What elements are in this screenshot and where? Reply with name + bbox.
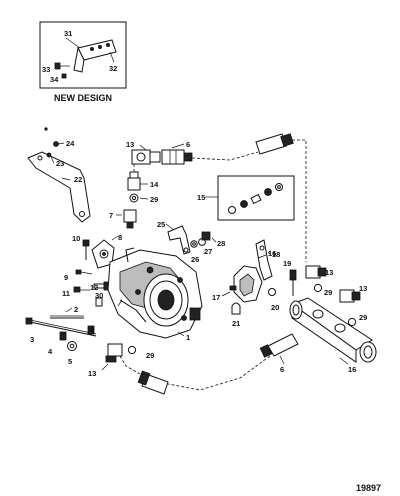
washer-29-right-upper — [313, 283, 323, 293]
callout-4-b: 4 — [90, 325, 95, 334]
elbow-13-lower — [105, 343, 123, 363]
stud-2 — [50, 315, 84, 319]
callout-34: 34 — [50, 75, 59, 84]
lower-left-hose — [137, 370, 169, 395]
callout-29-upper: 29 — [150, 195, 158, 204]
callout-6-sender: 6 — [186, 140, 190, 149]
callout-28: 28 — [217, 239, 225, 248]
fitting-kit-box — [217, 175, 295, 221]
elbow-fitting — [131, 149, 161, 165]
callout-10: 10 — [72, 234, 80, 243]
washer-29-right-lower — [347, 317, 357, 327]
callout-15: 15 — [197, 193, 205, 202]
callout-19: 19 — [283, 259, 291, 268]
callout-4: 4 — [48, 347, 53, 356]
callout-12: 12 — [90, 283, 98, 292]
nut-28 — [201, 231, 211, 241]
figure-number: 19897 — [356, 483, 382, 493]
bolt-10 — [82, 239, 90, 260]
bumper-21 — [231, 302, 241, 315]
washer-29-upper — [129, 193, 139, 203]
callout-30: 30 — [95, 291, 103, 300]
callout-6-lower: 6 — [280, 365, 284, 374]
mounting-bracket — [27, 141, 91, 223]
temperature-sender — [161, 149, 193, 165]
callout-16-exchanger: 16 — [348, 365, 356, 374]
callout-13-right-upper: 13 — [325, 268, 333, 277]
bracket-18 — [255, 239, 273, 281]
screw-11 — [73, 286, 90, 293]
screw-19 — [289, 269, 297, 296]
pin-30 — [95, 297, 103, 307]
callout-2: 2 — [74, 305, 78, 314]
stud-3 — [25, 317, 97, 337]
callout-13-right-lower: 13 — [359, 284, 367, 293]
callout-20: 20 — [271, 303, 279, 312]
callout-31: 31 — [64, 29, 72, 38]
callout-18: 18 — [272, 250, 280, 259]
transmission-housing — [107, 247, 203, 339]
callout-9: 9 — [64, 273, 68, 282]
washer-5 — [67, 341, 77, 351]
callout-17: 17 — [212, 293, 220, 302]
elbow-13-right-lower — [339, 289, 361, 303]
callout-29-right-upper: 29 — [324, 288, 332, 297]
lever-25 — [167, 225, 191, 255]
callout-3: 3 — [30, 335, 34, 344]
clamp-17 — [229, 265, 263, 303]
callout-33: 33 — [42, 65, 50, 74]
washer-20 — [268, 288, 276, 296]
callout-7: 7 — [109, 211, 113, 220]
callout-23: 23 — [56, 159, 64, 168]
callout-24: 24 — [66, 139, 75, 148]
plate-8 — [91, 239, 115, 269]
callout-29-right-lower: 29 — [359, 313, 367, 322]
upper-hose — [255, 133, 294, 155]
callout-32: 32 — [109, 64, 117, 73]
heat-exchanger — [289, 297, 377, 363]
callout-8: 8 — [118, 233, 122, 242]
callout-13-lower: 13 — [88, 369, 96, 378]
callout-21: 21 — [232, 319, 240, 328]
stud-12 — [93, 281, 109, 291]
callout-13-elbow: 13 — [126, 140, 134, 149]
callout-25: 25 — [157, 220, 165, 229]
nut-26 — [190, 240, 198, 248]
washer-29-lower — [127, 345, 137, 355]
callout-29-lower: 29 — [146, 351, 154, 360]
fitting-14 — [127, 171, 141, 191]
switch-7 — [123, 209, 137, 229]
screw-9 — [75, 269, 93, 275]
callout-26: 26 — [191, 255, 199, 264]
lower-hose — [259, 333, 299, 358]
callout-22: 22 — [74, 175, 82, 184]
callout-14: 14 — [150, 180, 159, 189]
new-design-caption: NEW DESIGN — [54, 93, 113, 103]
new-design-inset: 31 32 33 34 — [39, 21, 127, 89]
callout-16-bracket: 16 — [268, 249, 276, 258]
callout-1: 1 — [186, 333, 190, 342]
callout-5: 5 — [68, 357, 72, 366]
callout-27: 27 — [204, 247, 212, 256]
callout-11: 11 — [62, 289, 70, 298]
nut-4 — [59, 325, 95, 341]
elbow-13-right-upper — [305, 265, 327, 279]
